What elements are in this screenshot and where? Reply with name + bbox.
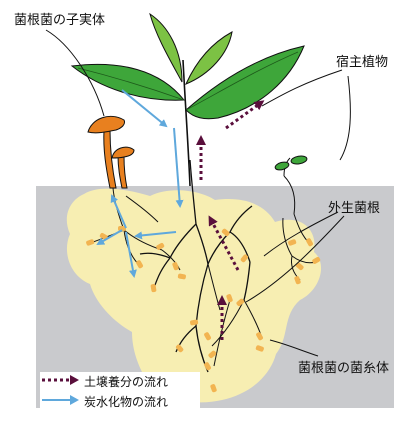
mushroom-fruiting-bodies [88, 116, 134, 188]
legend-carbohydrate-row: 炭水化物の流れ [40, 392, 200, 408]
legend-nutrient-row: 土壌養分の流れ [40, 372, 200, 388]
label-ectomycorrhiza: 外生菌根 [328, 202, 380, 215]
legend-nutrient-arrow-icon [40, 374, 80, 386]
host-plant-leaves [72, 14, 304, 119]
label-fruiting-body: 菌根菌の子実体 [14, 14, 105, 27]
label-mycelium: 菌根菌の菌糸体 [298, 362, 389, 375]
legend-carbohydrate-arrow-icon [40, 394, 80, 406]
legend-carbohydrate-label: 炭水化物の流れ [84, 393, 168, 410]
legend: 土壌養分の流れ 炭水化物の流れ [40, 372, 200, 416]
legend-nutrient-label: 土壌養分の流れ [84, 373, 168, 390]
label-host-plant: 宿主植物 [336, 56, 388, 69]
seedling [274, 155, 307, 176]
